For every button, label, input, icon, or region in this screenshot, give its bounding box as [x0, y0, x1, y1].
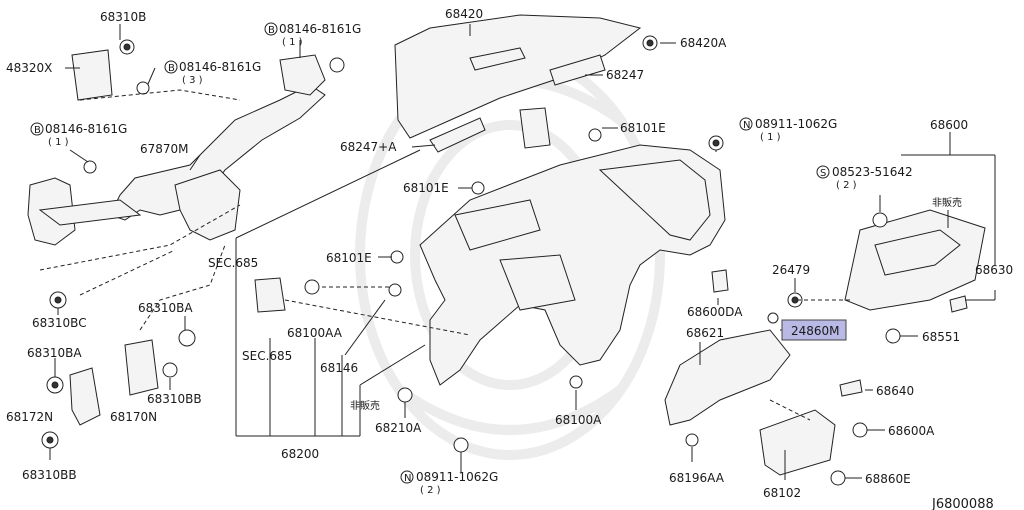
label-08523: 08523-51642 [832, 165, 913, 179]
label-48320X: 48320X [6, 61, 52, 75]
label-68640: 68640 [876, 384, 914, 398]
marker-n-2: N [404, 473, 411, 484]
diagram-code: J6800088 [931, 497, 994, 510]
label-08146-left-qty: ( 1 ) [48, 137, 69, 148]
label-hanbai-b: 非販売 [932, 196, 962, 209]
right-leader-lines [691, 132, 996, 480]
marker-b-3: B [34, 125, 41, 136]
label-08911-bot-qty: ( 2 ) [420, 485, 441, 496]
part-labels: B B B N S N 68310B 48320X 08146-8161G ( … [6, 7, 1013, 510]
marker-n-1: N [743, 120, 750, 131]
left-fasteners [41, 39, 345, 449]
marker-b-1: B [268, 25, 275, 36]
label-68101E-a: 68101E [620, 121, 666, 135]
label-08146-mid: 08146-8161G [179, 60, 261, 74]
label-68172N: 68172N [6, 410, 53, 424]
label-68102: 68102 [763, 486, 801, 500]
label-68310BB-left: 68310BB [22, 468, 77, 482]
label-68170N: 68170N [110, 410, 157, 424]
label-68600A: 68600A [888, 424, 935, 438]
label-68101E-b: 68101E [403, 181, 449, 195]
center-leader-lines [235, 24, 717, 472]
label-sec685-a: SEC.685 [208, 256, 258, 270]
label-68600: 68600 [930, 118, 968, 132]
label-68551: 68551 [922, 330, 960, 344]
steering-member-assembly [27, 49, 326, 246]
label-08911-bot: 08911-1062G [416, 470, 498, 484]
label-68310BB-right: 68310BB [147, 392, 202, 406]
marker-s-1: S [820, 168, 826, 179]
label-68101E-c: 68101E [326, 251, 372, 265]
label-hanbai-a: 非販売 [350, 399, 380, 412]
label-08911-top: 08911-1062G [755, 117, 837, 131]
label-68860E: 68860E [865, 472, 911, 486]
marker-b-2: B [168, 63, 175, 74]
label-08146-top-qty: ( 1 ) [282, 37, 303, 48]
label-68420: 68420 [445, 7, 483, 21]
label-68100AA: 68100AA [287, 326, 343, 340]
label-68146: 68146 [320, 361, 358, 375]
label-26479: 26479 [772, 263, 810, 277]
label-08146-top: 08146-8161G [279, 22, 361, 36]
label-68310B: 68310B [100, 10, 146, 24]
instrument-panel [394, 14, 726, 386]
left-leader-lines [39, 24, 301, 460]
label-68310BA-left: 68310BA [27, 346, 82, 360]
label-68310BA-right: 68310BA [138, 301, 193, 315]
prefix-markers [30, 22, 830, 484]
label-68247: 68247 [606, 68, 644, 82]
label-68200: 68200 [281, 447, 319, 461]
label-24860M: 24860M [791, 324, 840, 338]
label-67870M: 67870M [140, 142, 189, 156]
label-68630: 68630 [975, 263, 1013, 277]
label-68621: 68621 [686, 326, 724, 340]
highlight-box-24860M [781, 319, 847, 341]
label-68196AA: 68196AA [669, 471, 725, 485]
label-68310BC: 68310BC [32, 316, 87, 330]
label-08911-top-qty: ( 1 ) [760, 132, 781, 143]
label-68600DA: 68600DA [687, 305, 743, 319]
label-08523-qty: ( 2 ) [836, 180, 857, 191]
label-sec685-b: SEC.685 [242, 349, 292, 363]
label-08146-mid-qty: ( 3 ) [182, 75, 203, 86]
label-68420A: 68420A [680, 36, 727, 50]
label-08146-left: 08146-8161G [45, 122, 127, 136]
label-68210A: 68210A [375, 421, 422, 435]
glove-box-assembly [664, 209, 986, 486]
label-68100A: 68100A [555, 413, 602, 427]
label-68247A: 68247+A [340, 140, 397, 154]
